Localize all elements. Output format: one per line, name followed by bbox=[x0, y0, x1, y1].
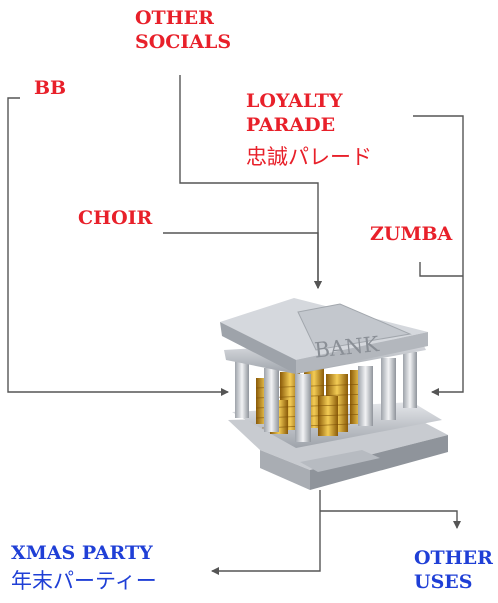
connector-other-uses bbox=[320, 510, 461, 529]
label-zumba: ZUMBA bbox=[370, 223, 453, 245]
label-other-socials-line2: SOCIALS bbox=[135, 31, 232, 53]
label-other-uses-line2: USES bbox=[414, 571, 473, 593]
label-other-uses-line1: OTHER bbox=[414, 547, 493, 569]
label-bb: BB bbox=[34, 77, 67, 99]
connector-loyalty-parade bbox=[413, 115, 464, 396]
connector-zumba bbox=[419, 262, 463, 277]
label-xmas-party: XMAS PARTY bbox=[11, 542, 153, 564]
label-other-socials-line1: OTHER bbox=[135, 7, 214, 29]
label-loyalty-parade-line1: LOYALTY bbox=[246, 90, 343, 112]
bank-icon: BANK bbox=[220, 298, 448, 490]
label-loyalty-parade-line2: PARADE bbox=[246, 114, 336, 136]
label-other-socials: OTHER SOCIALS bbox=[135, 6, 231, 54]
connector-choir bbox=[163, 232, 322, 289]
connector-bb bbox=[7, 97, 229, 396]
label-loyalty-parade: LOYALTY PARADE bbox=[246, 89, 343, 137]
connector-xmas-party bbox=[211, 490, 321, 575]
label-other-uses: OTHER USES bbox=[414, 546, 493, 594]
label-loyalty-parade-jp: 忠誠パレード bbox=[246, 145, 372, 169]
label-choir: CHOIR bbox=[78, 207, 153, 229]
label-xmas-party-jp: 年末パーティー bbox=[11, 569, 157, 593]
